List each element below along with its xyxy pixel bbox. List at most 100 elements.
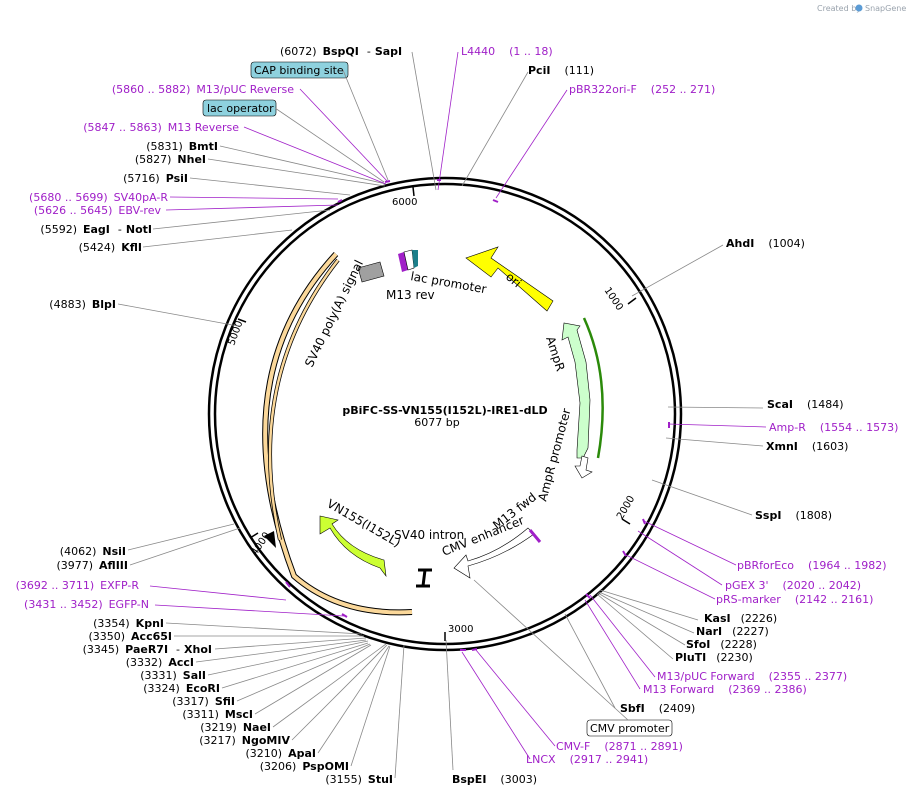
features: ori AmpR AmpR promoter CMV enhancer M13 …: [262, 246, 604, 616]
primer-sv40pa-r: (5680 .. 5699)SV40pA-R: [29, 191, 168, 204]
leader-pbr322: [495, 89, 568, 199]
leader-sfii: [236, 643, 371, 702]
leader-pbrforeco: [643, 520, 737, 566]
tick-label-2000: 2000: [615, 494, 637, 522]
sv40-polya-label: SV40 poly(A) signal: [302, 258, 366, 369]
snapgene-credit: Created by SnapGene: [817, 4, 906, 13]
leader-pluti: [596, 593, 674, 660]
leader-nsii: [127, 523, 235, 551]
site-nsii: (4062)NsiI: [60, 545, 126, 558]
tick-4000: [249, 532, 259, 539]
mark-prs: [622, 550, 627, 557]
leader-psii: [189, 177, 351, 196]
m13-rev-label: M13 rev: [386, 288, 435, 302]
lac-operator-label: lac operator: [207, 102, 274, 115]
tick-label-5000: 5000: [226, 319, 245, 347]
leader-stui: [394, 644, 405, 779]
leader-cmv-promoter: [473, 579, 629, 721]
site-kpni: (3354)KpnI: [93, 617, 164, 630]
leader-exfp: [149, 585, 287, 601]
ampr-promoter-label: AmpR promoter: [535, 407, 573, 503]
site-acci: (3332)AccI: [126, 656, 194, 669]
leader-ampr-primer: [667, 423, 767, 428]
leader-bspqi: [411, 51, 437, 191]
site-stui: (3155)StuI: [325, 773, 393, 786]
cap-binding-site-label: CAP binding site: [254, 64, 344, 77]
site-sspi: SspI(1808): [755, 509, 832, 522]
tick-2000: [621, 518, 631, 525]
site-pluti: PluTI(2230): [675, 651, 753, 664]
site-xmni: XmnI(1603): [766, 440, 848, 453]
leader-sv40pa: [169, 196, 339, 200]
leader-kpni: [165, 622, 363, 635]
leader-scai: [667, 406, 764, 409]
snapgene-logo-icon: [855, 4, 863, 12]
site-scai: ScaI(1484): [767, 398, 844, 411]
primer-leader-lines: [149, 51, 767, 760]
leader-ecori: [221, 642, 369, 689]
credit-app: SnapGene: [865, 4, 906, 13]
site-kasi: KasI(2226): [704, 612, 777, 625]
site-afliii: (3977)AflIII: [56, 559, 128, 572]
primer-m13puc-forward: M13/pUC Forward(2355 .. 2377): [657, 670, 847, 683]
site-nhei: (5827)NheI: [135, 153, 206, 166]
site-sali: (3331)SalI: [140, 669, 206, 682]
site-bspei: BspEI(3003): [452, 773, 537, 786]
ampr-promoter-arrow: [574, 455, 593, 479]
site-eagi-noti: (5592)EagI-NotI: [40, 223, 152, 236]
leader-bspei: [445, 639, 454, 771]
mark-egfpn: [341, 613, 348, 618]
backbone-outer-ring: [207, 176, 683, 652]
site-sfii: (3317)SfiI: [172, 695, 235, 708]
primer-m13puc-reverse: (5860 .. 5882)M13/pUC Reverse: [112, 83, 294, 96]
leader-pspomi: [350, 645, 391, 767]
mark-pbrforeco: [642, 518, 646, 525]
site-apai: (3210)ApaI: [246, 747, 316, 760]
m13-fwd-mark: [528, 529, 542, 543]
credit-created-by: Created by: [817, 4, 861, 13]
leader-m13rev: [243, 126, 387, 185]
site-nari: NarI(2227): [696, 625, 769, 638]
mark-m13rev: [384, 180, 391, 183]
tick-label-1000: 1000: [602, 286, 625, 313]
site-naei: (3219)NaeI: [200, 721, 271, 734]
primer-m13-reverse: (5847 .. 5863)M13 Reverse: [83, 121, 239, 134]
lac-operator-mark: [412, 250, 418, 268]
leader-ebv: [165, 204, 339, 211]
primer-egfp-n: (3431 .. 3452)EGFP-N: [24, 598, 149, 611]
sv40-intron-mark: [416, 568, 432, 588]
leader-xmni: [665, 437, 764, 447]
leader-cap: [342, 69, 389, 181]
site-ecori: (3324)EcoRI: [143, 682, 220, 695]
mark-cmvf: [471, 648, 478, 651]
leader-egfpn: [154, 604, 345, 617]
egfp-arc-arrowhead: [264, 531, 276, 548]
site-psii: (5716)PsiI: [123, 172, 188, 185]
leader-m13puc-rev: [299, 88, 389, 183]
m13-rev-mark: [398, 252, 408, 272]
leader-msci: [254, 644, 372, 715]
leader-l4440: [437, 51, 459, 191]
leader-sbfi: [564, 613, 616, 709]
primer-m13-forward: M13 Forward(2369 .. 2386): [643, 683, 807, 696]
vn155-label: VN155(I152L): [325, 496, 404, 549]
backbone-inner-ring: [213, 182, 677, 646]
mark-pbr322: [492, 199, 499, 203]
cap-binding-site-box: [250, 61, 349, 79]
cmv-enhancer-arrow: [453, 527, 535, 579]
lac-operator-box: [202, 99, 277, 117]
tick-5000: [237, 318, 247, 323]
leader-prs: [625, 554, 716, 600]
sv40-intron-label: SV40 intron: [394, 528, 464, 542]
site-pcii: PciI(111): [528, 64, 594, 77]
primer-pbrforeco: pBRforEco(1964 .. 1982): [737, 559, 887, 572]
site-blpi: (4883)BlpI: [49, 298, 116, 311]
vn155-arrow: [319, 515, 387, 578]
tick-1000: [627, 297, 637, 305]
leader-apai: [317, 645, 390, 754]
site-bspqi-sapi: (6072)BspQI-SapI: [280, 45, 402, 58]
leader-paer7i: [214, 637, 367, 650]
leader-eagi: [152, 209, 331, 230]
leader-blpi: [117, 303, 239, 327]
plasmid-length: 6077 bp: [414, 416, 459, 429]
